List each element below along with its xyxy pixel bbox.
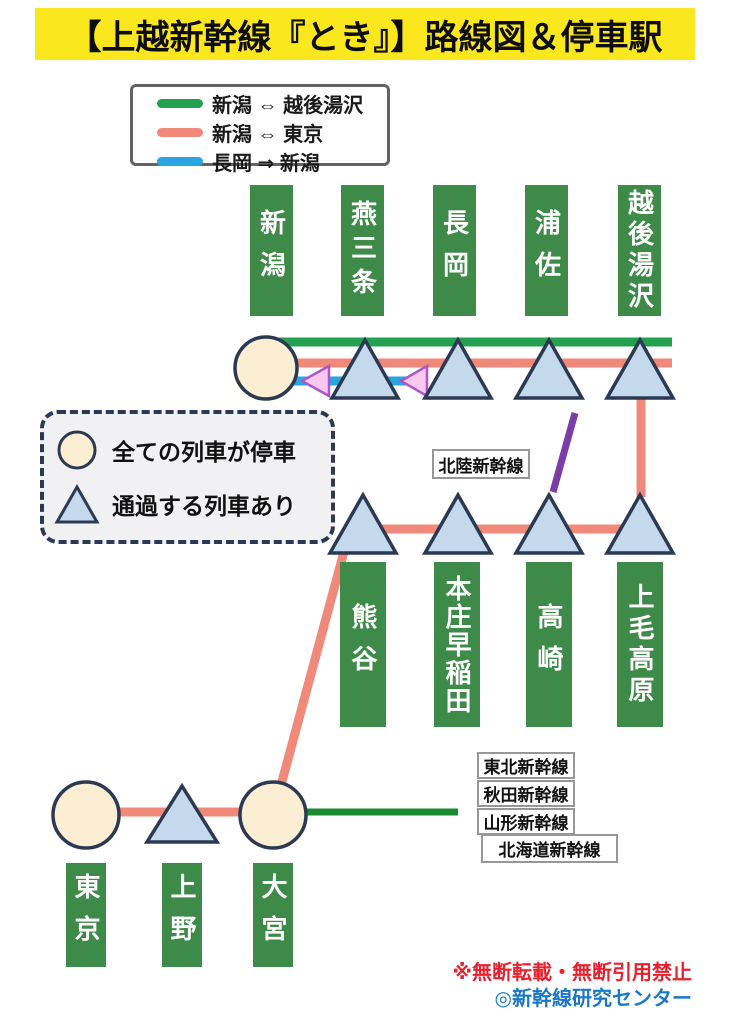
legend-row-niigata-tokyo: 新潟 ⇔ 東京 xyxy=(157,118,387,147)
blue-line-swatch xyxy=(157,157,203,166)
salmon-line-swatch xyxy=(157,128,203,137)
legend-label: 新潟 ⇔ 越後湯沢 xyxy=(212,95,364,117)
station-box-urasa: 浦佐 xyxy=(525,185,568,316)
station-box-echigoyuzawa: 越後湯沢 xyxy=(618,185,661,316)
pass-station-marker-tsubamesanjo xyxy=(328,336,402,400)
legend-label: 新潟 ⇔ 東京 xyxy=(212,124,324,146)
pass-triangle-icon xyxy=(52,483,102,525)
line-label-akita: 秋田新幹線 xyxy=(477,780,575,807)
legend-row-nagaoka-niigata: 長岡 ⇒ 新潟 xyxy=(157,147,387,176)
station-box-niigata: 新潟 xyxy=(250,185,293,316)
line-label-hokkaido: 北海道新幹線 xyxy=(481,834,618,863)
station-label: 長岡 xyxy=(439,208,470,293)
left-arrow-icon xyxy=(398,363,429,399)
station-box-takasaki: 高崎 xyxy=(526,562,572,727)
line-label-text: 山形新幹線 xyxy=(483,814,569,833)
line-label-text: 北海道新幹線 xyxy=(498,841,601,860)
symbol-legend: 全ての列車が停車 通過する列車あり xyxy=(40,410,335,544)
salmon-route-line-diagonal xyxy=(272,546,350,802)
footer-warning: ※無断転載・無断引用禁止 xyxy=(452,962,692,984)
station-box-tokyo: 東京 xyxy=(66,863,106,967)
station-label: 越後湯沢 xyxy=(624,188,655,313)
station-label: 東京 xyxy=(71,873,101,957)
station-label: 燕三条 xyxy=(347,199,378,302)
station-box-nagaoka: 長岡 xyxy=(433,185,476,316)
all-stop-circle-icon xyxy=(52,429,102,471)
line-label-hokuriku: 北陸新幹線 xyxy=(432,449,530,479)
route-legend: 新潟 ⇔ 越後湯沢 新潟 ⇔ 東京 長岡 ⇒ 新潟 xyxy=(130,84,390,175)
all-stop-station-marker-niigata xyxy=(233,335,299,401)
symbol-legend-label: 全ての列車が停車 xyxy=(112,439,296,466)
station-label: 上野 xyxy=(167,873,197,957)
left-arrow-icon xyxy=(299,363,331,399)
footer-credit: ◎新幹線研究センター xyxy=(494,988,692,1010)
station-box-kumagaya: 熊谷 xyxy=(340,562,386,727)
page-title: 【上越新幹線『とき』】路線図＆停車駅 xyxy=(67,18,663,57)
station-box-ueno: 上野 xyxy=(162,863,202,967)
line-label-text: 秋田新幹線 xyxy=(483,786,569,805)
pass-station-marker-nagaoka xyxy=(421,336,495,400)
green-line-swatch xyxy=(157,99,203,108)
symbol-legend-row-all-stop: 全ての列車が停車 xyxy=(52,429,323,471)
station-box-omiya: 大宮 xyxy=(253,863,293,967)
line-label-yamagata: 山形新幹線 xyxy=(477,808,575,835)
pass-station-marker-echigoyuzawa xyxy=(603,336,677,400)
station-box-tsubamesanjo: 燕三条 xyxy=(341,185,384,316)
line-label-tohoku: 東北新幹線 xyxy=(477,752,575,779)
legend-label: 長岡 ⇒ 新潟 xyxy=(212,153,320,175)
pass-station-marker-honjowaseda xyxy=(421,491,495,555)
pass-station-marker-urasa xyxy=(512,336,586,400)
pass-station-marker-takasaki xyxy=(512,491,586,555)
footer: ※無断転載・無断引用禁止 ◎新幹線研究センター xyxy=(453,960,692,1012)
hokuriku-shinkansen-line xyxy=(549,412,579,493)
symbol-legend-label: 通過する列車あり xyxy=(112,492,296,519)
symbol-legend-row-pass: 通過する列車あり xyxy=(52,483,323,525)
legend-row-niigata-echigoyuzawa: 新潟 ⇔ 越後湯沢 xyxy=(157,89,387,118)
station-label: 熊谷 xyxy=(348,602,378,687)
title-bar: 【上越新幹線『とき』】路線図＆停車駅 xyxy=(35,8,695,60)
pass-station-marker-jomokogen xyxy=(603,491,677,555)
all-stop-station-marker-omiya xyxy=(238,780,308,850)
station-box-honjowaseda: 本庄早稲田 xyxy=(434,562,480,727)
station-box-jomokogen: 上毛高原 xyxy=(617,562,663,727)
station-label: 浦佐 xyxy=(531,208,562,293)
station-label: 上毛高原 xyxy=(625,582,655,707)
pass-station-marker-kumagaya xyxy=(326,491,400,555)
line-label-text: 北陸新幹線 xyxy=(438,456,524,476)
station-label: 新潟 xyxy=(256,208,287,293)
pass-station-marker-ueno xyxy=(143,782,221,844)
line-label-text: 東北新幹線 xyxy=(483,758,569,777)
station-label: 大宮 xyxy=(258,873,288,957)
station-label: 本庄早稲田 xyxy=(442,574,472,715)
station-label: 高崎 xyxy=(534,602,564,687)
all-stop-station-marker-tokyo xyxy=(51,780,121,850)
